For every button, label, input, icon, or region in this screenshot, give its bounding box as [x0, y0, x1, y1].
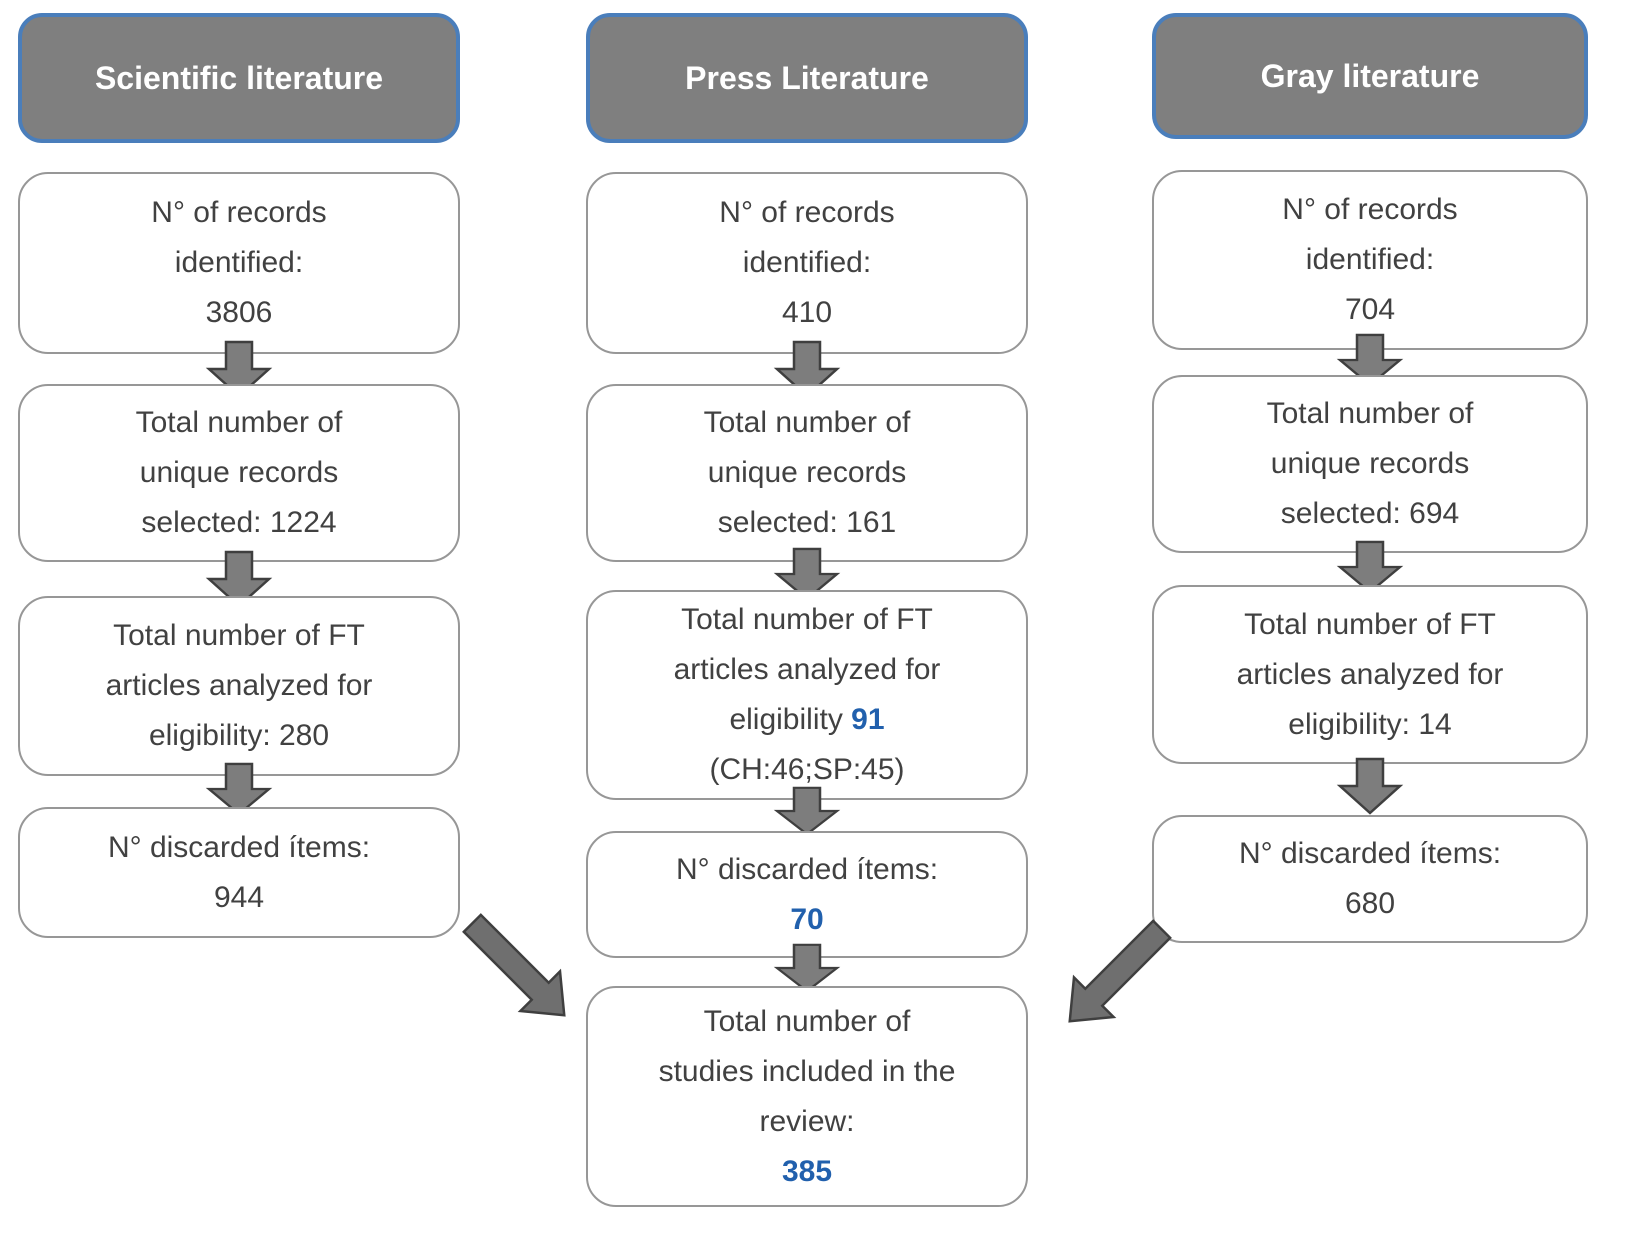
- text-line: N° discarded ítems:: [675, 852, 939, 886]
- text-line: 944: [213, 880, 265, 914]
- gray-box-ft-articles: Total number of FT articles analyzed for…: [1152, 585, 1588, 764]
- text-line: Total number of FT: [113, 619, 365, 652]
- down-arrow-icon: [205, 340, 273, 398]
- text-line: 680: [1344, 887, 1396, 920]
- press-box-records-identified: N° of records identified: 410: [586, 172, 1028, 354]
- down-arrow-icon: [1336, 757, 1404, 815]
- press-box-ft-articles: Total number of FT articles analyzed for…: [586, 590, 1028, 800]
- text-line: eligibility 91: [729, 695, 884, 745]
- text-line: selected: 1224: [141, 506, 337, 539]
- text-line: eligibility: 14: [1288, 707, 1452, 741]
- highlighted-count: 91: [851, 703, 885, 736]
- down-arrow-icon: [205, 762, 273, 816]
- down-arrow-icon: [773, 340, 841, 398]
- text-line: N° of records: [1282, 193, 1458, 226]
- text-line: 410: [781, 296, 833, 329]
- text-segment: eligibility: [729, 703, 843, 736]
- text-line: review:: [759, 1104, 855, 1138]
- down-arrow-icon: [205, 550, 273, 608]
- text-line: Total number of: [135, 406, 343, 439]
- text-line: unique records: [707, 456, 907, 489]
- text-line: 704: [1344, 293, 1396, 326]
- text-line: Total number of FT: [1244, 607, 1496, 641]
- text-line: (CH:46;SP:45): [709, 753, 905, 786]
- down-arrow-icon: [773, 943, 841, 993]
- down-arrow-icon: [773, 547, 841, 601]
- gray-box-unique-records: Total number of unique records selected:…: [1152, 375, 1588, 553]
- text-line: N° of records: [151, 196, 327, 229]
- header-label: Press Literature: [685, 59, 929, 96]
- text-line: eligibility: 280: [148, 719, 330, 752]
- text-line: Total number of FT: [681, 603, 933, 636]
- text-line: articles analyzed for: [1236, 657, 1504, 691]
- header-press-literature: Press Literature: [586, 13, 1028, 143]
- gray-box-discarded-items: N° discarded ítems: 680: [1152, 815, 1588, 943]
- text-line: Total number of: [703, 1004, 911, 1038]
- text-line: unique records: [139, 456, 339, 489]
- text-line: N° discarded ítems:: [1238, 837, 1502, 870]
- text-line: Total number of: [1266, 397, 1474, 430]
- header-label: Scientific literature: [94, 59, 384, 96]
- text-line: articles analyzed for: [105, 669, 373, 702]
- text-line: Total number of: [703, 406, 911, 439]
- text-line: N° of records: [719, 196, 895, 229]
- down-arrow-icon: [773, 786, 841, 836]
- text-line: 3806: [205, 296, 273, 329]
- press-box-discarded-items: N° discarded ítems: 70: [586, 831, 1028, 958]
- header-scientific-literature: Scientific literature: [18, 13, 460, 143]
- text-line: identified:: [174, 246, 304, 279]
- down-arrow-icon: [1336, 333, 1404, 387]
- text-line: studies included in the: [658, 1054, 956, 1088]
- text-line: selected: 694: [1280, 497, 1460, 530]
- highlighted-count: 385: [781, 1154, 833, 1188]
- sci-box-ft-articles: Total number of FT articles analyzed for…: [18, 596, 460, 776]
- final-box-studies-included: Total number of studies included in the …: [586, 986, 1028, 1207]
- text-line: unique records: [1270, 447, 1470, 480]
- text-line: selected: 161: [717, 506, 897, 539]
- text-line: articles analyzed for: [673, 653, 941, 686]
- highlighted-count: 70: [790, 902, 824, 936]
- diagonal-arrow-from-gray-icon: [1048, 918, 1183, 1038]
- gray-box-records-identified: N° of records identified: 704: [1152, 170, 1588, 350]
- sci-box-discarded-items: N° discarded ítems: 944: [18, 807, 460, 938]
- text-line: identified:: [742, 246, 872, 279]
- header-gray-literature: Gray literature: [1152, 13, 1588, 139]
- text-line: N° discarded ítems:: [107, 830, 371, 864]
- text-line: identified:: [1305, 243, 1435, 276]
- press-box-unique-records: Total number of unique records selected:…: [586, 384, 1028, 562]
- diagonal-arrow-from-scientific-icon: [452, 912, 587, 1032]
- header-label: Gray literature: [1260, 57, 1480, 94]
- sci-box-unique-records: Total number of unique records selected:…: [18, 384, 460, 562]
- sci-box-records-identified: N° of records identified: 3806: [18, 172, 460, 354]
- down-arrow-icon: [1336, 540, 1404, 594]
